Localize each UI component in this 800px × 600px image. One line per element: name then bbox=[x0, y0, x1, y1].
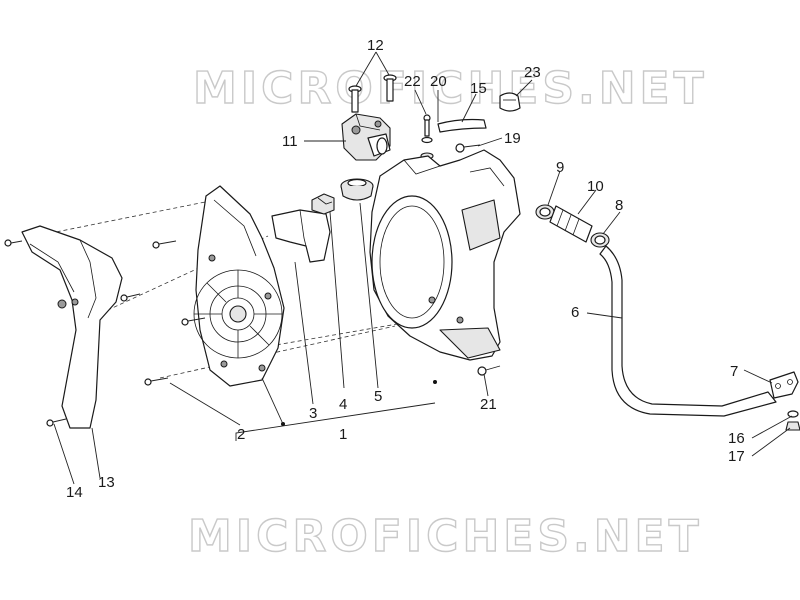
part-1-bracket bbox=[235, 402, 436, 441]
callout-7: 7 bbox=[730, 363, 738, 380]
callout-22: 22 bbox=[404, 73, 421, 90]
watermark-top: MICROFICHES.NET bbox=[193, 63, 708, 114]
part-16-17-washer-nut bbox=[785, 410, 800, 431]
callout-8: 8 bbox=[615, 197, 623, 214]
callout-17: 17 bbox=[728, 448, 745, 465]
part-23-clip bbox=[499, 92, 521, 112]
part-6-pipe bbox=[599, 245, 777, 417]
callout-23: 23 bbox=[524, 64, 541, 81]
part-4-clip bbox=[311, 193, 335, 215]
cover-screws bbox=[144, 240, 206, 386]
callout-5: 5 bbox=[374, 388, 382, 405]
part-13-outer-cover bbox=[21, 225, 123, 429]
part-9-clamp bbox=[535, 204, 555, 220]
callout-4: 4 bbox=[339, 396, 347, 413]
part-5-grommet bbox=[340, 178, 374, 201]
part-7-gasket bbox=[769, 371, 799, 399]
part-1-housing bbox=[369, 149, 521, 361]
callout-20: 20 bbox=[430, 73, 447, 90]
callout-11: 11 bbox=[282, 133, 298, 150]
part-19-screw bbox=[455, 143, 481, 153]
part-11-valve bbox=[341, 113, 391, 161]
callout-6: 6 bbox=[571, 304, 579, 321]
part-21-screw bbox=[477, 365, 501, 376]
callout-19: 19 bbox=[504, 130, 521, 147]
callout-12: 12 bbox=[367, 37, 384, 54]
reference-dots bbox=[281, 380, 437, 426]
callout-1: 1 bbox=[339, 426, 347, 443]
part-3-foam-pad bbox=[271, 209, 331, 263]
leader-lines bbox=[53, 51, 793, 485]
callout-13: 13 bbox=[98, 474, 115, 491]
callout-labels: 1 2 3 4 5 6 7 8 9 10 11 12 13 14 15 16 1… bbox=[66, 37, 745, 501]
part-14-screws bbox=[4, 239, 141, 427]
part-12-bolts bbox=[348, 74, 397, 113]
part-8-clamp bbox=[590, 232, 610, 248]
part-10-hose bbox=[549, 205, 593, 243]
callout-9: 9 bbox=[556, 159, 564, 176]
callout-2: 2 bbox=[237, 426, 245, 443]
part-22-screw bbox=[420, 114, 434, 160]
part-15-hose bbox=[437, 118, 487, 133]
watermark-bottom: MICROFICHES.NET bbox=[188, 511, 703, 562]
callout-16: 16 bbox=[728, 430, 745, 447]
callout-3: 3 bbox=[309, 405, 317, 422]
callout-14: 14 bbox=[66, 484, 83, 501]
callout-15: 15 bbox=[470, 80, 487, 97]
callout-21: 21 bbox=[480, 396, 497, 413]
callout-10: 10 bbox=[587, 178, 604, 195]
part-2-fan-cover bbox=[193, 185, 285, 387]
